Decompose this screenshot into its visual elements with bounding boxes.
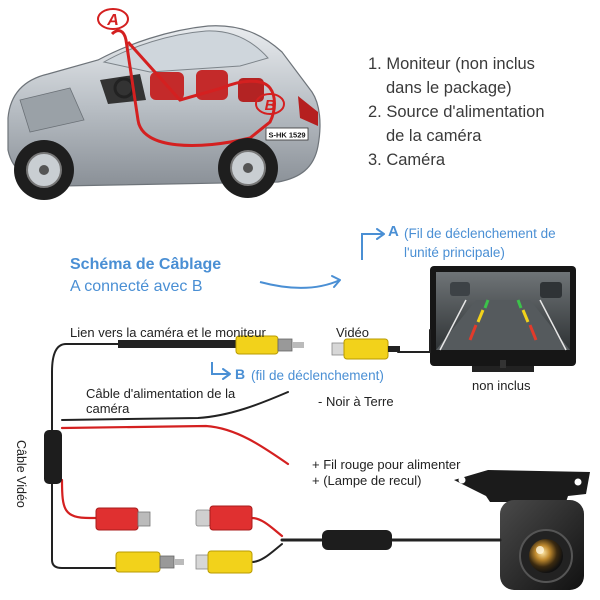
label-power-cable-line-2: caméra	[86, 401, 130, 416]
rca-connector-bottom-right	[195, 550, 253, 574]
dc-plug-left	[95, 507, 151, 531]
label-red-wire-line-2: + (Lampe de recul)	[312, 473, 422, 488]
camera	[454, 470, 590, 590]
trigger-b-letter: B	[235, 366, 246, 382]
car-plate-text: S-HK 1529	[268, 131, 305, 140]
rca-connector-bottom-left	[115, 551, 184, 573]
arrow-b	[211, 362, 230, 375]
monitor	[430, 266, 576, 372]
arrow-a	[361, 233, 384, 260]
guide-lines-red	[468, 324, 538, 341]
car-wiring-loop	[110, 29, 276, 147]
label-not-included: non inclus	[472, 378, 531, 393]
legend-item-2-line-1: 2. Source d'alimentation	[368, 103, 545, 121]
label-link-camera-monitor: Lien vers la caméra et le moniteur	[70, 325, 266, 340]
inline-filter-left	[44, 430, 62, 484]
legend-item-1-line-2: dans le package)	[386, 79, 512, 97]
trigger-a-letter: A	[388, 223, 399, 240]
schema-subtitle: A connecté avec B	[70, 278, 203, 295]
legend-item-2-line-2: de la caméra	[386, 127, 482, 145]
camera-bracket	[454, 470, 590, 502]
monitor-stand	[472, 366, 534, 372]
schema-arrow	[259, 279, 341, 289]
camera-lens	[529, 539, 563, 573]
car-marker-a-ring	[97, 8, 129, 30]
legend-item-3: 3. Caméra	[368, 151, 446, 169]
trigger-b-text: (fil de déclenchement)	[251, 368, 384, 383]
connectors	[44, 335, 400, 574]
car-marker-a: A	[106, 12, 119, 29]
car-marker-b-ring	[255, 93, 285, 115]
label-video: Vidéo	[336, 325, 370, 340]
car-wheel-front	[14, 140, 74, 200]
rca-connector-monitor	[331, 338, 400, 360]
camera-yellow-wire	[251, 543, 283, 563]
legend-item-1-line-1: 1. Moniteur (non inclus	[368, 55, 535, 73]
power-red-lower	[60, 478, 120, 520]
trunk-wire-lower	[51, 483, 117, 569]
wiring	[51, 329, 502, 569]
trunk-wire	[51, 343, 119, 431]
video-wire-monitor	[397, 329, 431, 353]
guide-lines-yellow	[476, 309, 530, 323]
label-ground: - Noir à Terre	[318, 394, 394, 409]
label-power-cable-line-1: Câble d'alimentation de la	[86, 386, 236, 401]
trigger-a-line-2: l'unité principale)	[404, 245, 505, 260]
camera-red-wire	[250, 516, 284, 538]
power-red-wire	[60, 424, 290, 466]
guide-lines-green	[483, 299, 523, 309]
label-video-cable: Câble Vidéo	[14, 440, 28, 508]
car-engine	[19, 87, 85, 133]
label-red-wire-line-1: + Fil rouge pour alimenter	[312, 457, 461, 472]
car-marker-b: B	[265, 97, 276, 114]
car-plate	[265, 127, 309, 141]
rca-connector-top	[118, 335, 304, 355]
arrows	[211, 228, 385, 380]
car-wheel-rear	[218, 138, 278, 198]
inline-filter-right	[322, 530, 392, 550]
trigger-a-line-1: (Fil de déclenchement de	[404, 226, 556, 241]
car-illustration: A B S-HK 1529	[7, 8, 321, 200]
dc-plug-right	[195, 505, 253, 531]
schema-title: Schéma de Câblage	[70, 256, 222, 273]
power-black-wire	[61, 391, 289, 421]
